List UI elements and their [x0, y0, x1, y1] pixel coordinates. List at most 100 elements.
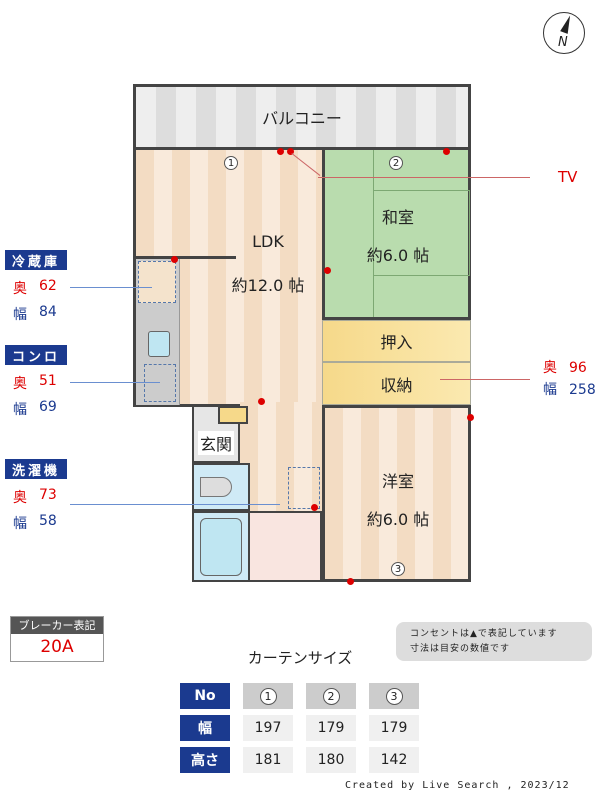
outlet-icon: [443, 148, 450, 155]
washer-space: [288, 467, 320, 509]
breaker-title: ブレーカー表記: [11, 617, 103, 634]
genkan-label: 玄関: [197, 431, 234, 455]
curtain-width: 197: [243, 715, 293, 741]
closet-width-label: 幅: [543, 382, 557, 398]
closet-depth-value: 96: [569, 360, 587, 376]
curtain-title: カーテンサイズ: [247, 649, 353, 667]
ldk-label: LDK: [252, 232, 284, 251]
curtain-no-cell: 2: [306, 683, 356, 709]
kitchen: [136, 259, 180, 405]
balcony: バルコニー: [133, 84, 471, 150]
plan-shape: 幅 84: [13, 304, 67, 324]
washitsu-label: 和室: [381, 208, 414, 227]
note-outlet: コンセントは▲で表記しています: [410, 629, 558, 639]
genkan: 玄関: [192, 405, 240, 463]
closet-dimensions: 奥 96 幅 258: [543, 357, 596, 401]
outlet-icon: [311, 504, 318, 511]
closet-width-value: 258: [569, 382, 596, 398]
stove-leader-line: [70, 382, 160, 383]
kitchen-wall: [136, 256, 236, 259]
fridge-space: [138, 261, 176, 303]
bath: [192, 511, 250, 582]
curtain-width: 179: [369, 715, 419, 741]
plan-shape: 奥 51: [13, 373, 67, 393]
outlet-icon: [171, 256, 178, 263]
plan-shape: 幅 58: [13, 513, 67, 533]
breaker-box: ブレーカー表記 20A: [10, 616, 104, 662]
toilet-bowl: [200, 477, 232, 497]
outlet-icon: [258, 398, 265, 405]
curtain-table: No 1 2 3 幅 197 179 179 高さ 181 180 142: [180, 683, 419, 773]
stove-space: [144, 364, 176, 402]
curtain-height: 142: [369, 747, 419, 773]
closet-leader-line: [440, 379, 530, 380]
curtain-no-cell: 1: [243, 683, 293, 709]
tv-leader-line: [318, 177, 530, 178]
washitsu-size: 約6.0 帖: [366, 246, 430, 265]
tv-label: TV: [558, 168, 578, 186]
shuno: 収納: [322, 362, 471, 405]
window-1-marker: 1: [224, 156, 238, 170]
curtain-no: 2: [322, 687, 340, 705]
appliance-name: 洗濯機: [5, 459, 67, 479]
outlet-icon: [467, 414, 474, 421]
appliances-1-depth_label: 奥: [13, 376, 27, 392]
appliances-0-width: 84: [39, 304, 57, 320]
appliances-2-depth: 73: [39, 487, 57, 503]
appliance-name: 冷蔵庫: [5, 250, 67, 270]
curtain-no-cell: 3: [369, 683, 419, 709]
yoshitsu-size: 約6.0 帖: [366, 510, 430, 529]
appliance-washer: 洗濯機 奥 73 幅 58: [5, 459, 67, 533]
oshiire: 押入: [322, 320, 471, 362]
appliances-0-width_label: 幅: [13, 307, 27, 323]
ldk-size: 約12.0 帖: [231, 276, 305, 295]
appliances-0-depth_label: 奥: [13, 281, 27, 297]
curtain-height: 181: [243, 747, 293, 773]
curtain-no: 3: [385, 687, 403, 705]
sink: [148, 331, 170, 357]
floor-plan: バルコニー LDK 約12.0 帖 和室 約6.0 帖 押入 収納 洋室 約6.…: [133, 84, 474, 585]
note-dimensions: 寸法は目安の数値です: [410, 644, 511, 654]
window-3-marker: 3: [391, 562, 405, 576]
outlet-icon: [347, 578, 354, 585]
appliances-1-width: 69: [39, 399, 57, 415]
header-width: 幅: [180, 715, 230, 741]
appliances-1-width_label: 幅: [13, 402, 27, 418]
appliance-stove: コンロ 奥 51 幅 69: [5, 345, 67, 419]
closet-width: 幅 258: [543, 379, 596, 401]
bathtub: [200, 518, 242, 576]
washroom: [248, 511, 322, 582]
appliances-2-width_label: 幅: [13, 516, 27, 532]
breaker-value: 20A: [40, 637, 74, 657]
closet-depth-label: 奥: [543, 360, 557, 376]
closet-depth: 奥 96: [543, 357, 596, 379]
yoshitsu: [322, 405, 471, 582]
appliance-name: コンロ: [5, 345, 67, 365]
plan-shape: 幅 69: [13, 399, 67, 419]
ldk-lower: [240, 402, 322, 512]
outlet-icon: [277, 148, 284, 155]
tatami-mat: [373, 190, 470, 276]
compass-north-label: N: [558, 35, 568, 50]
outlet-icon: [287, 148, 294, 155]
balcony-label: バルコニー: [262, 109, 342, 128]
notes-box: コンセントは▲で表記しています 寸法は目安の数値です: [396, 622, 592, 661]
washitsu: [322, 147, 471, 320]
credit: Created by Live Search , 2023/12: [345, 780, 570, 791]
curtain-width: 179: [306, 715, 356, 741]
appliances-2-width: 58: [39, 513, 57, 529]
fridge-leader-line: [70, 287, 152, 288]
window-2-marker: 2: [389, 156, 403, 170]
appliances-1-depth: 51: [39, 373, 57, 389]
curtain-height: 180: [306, 747, 356, 773]
plan-shape: 奥 73: [13, 487, 67, 507]
appliances-2-depth_label: 奥: [13, 490, 27, 506]
shoe-closet: [218, 406, 248, 424]
toilet: [192, 463, 250, 511]
outlet-icon: [324, 267, 331, 274]
yoshitsu-label: 洋室: [381, 472, 414, 491]
header-height: 高さ: [180, 747, 230, 773]
curtain-no: 1: [259, 687, 277, 705]
